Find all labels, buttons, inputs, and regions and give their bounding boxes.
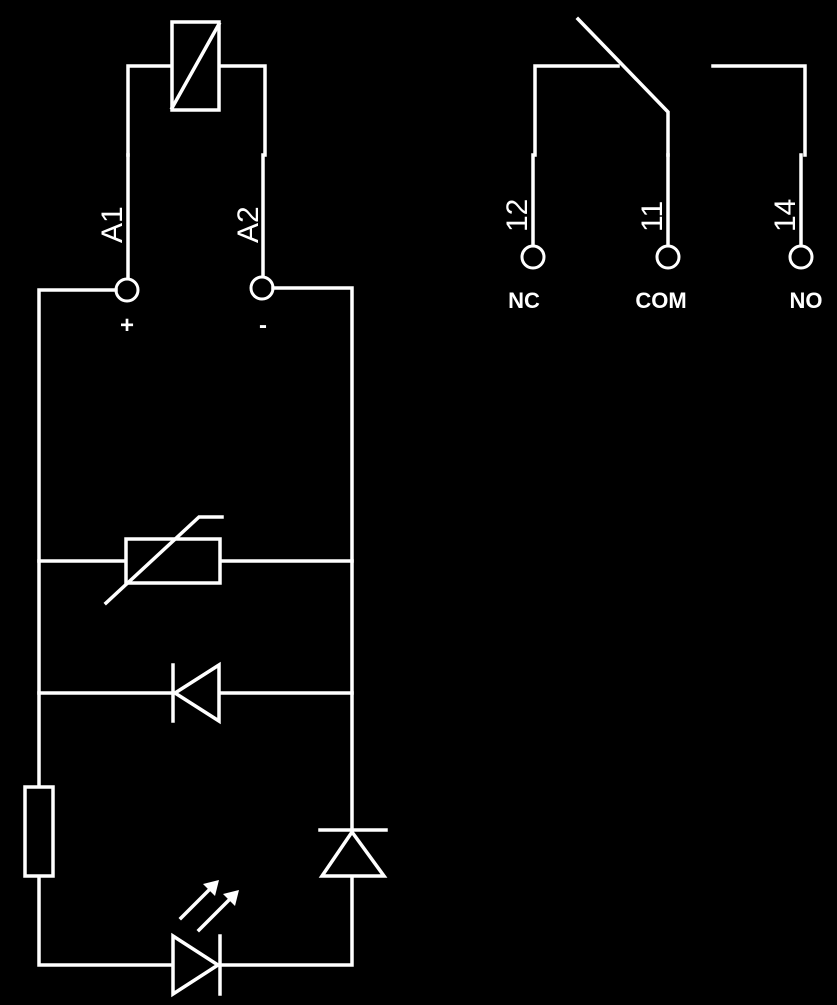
pin-label-a2: A2 (232, 206, 265, 243)
pin-label-11: 11 (636, 201, 669, 232)
protection-wiring (37, 286, 354, 967)
series-resistor (23, 785, 55, 878)
pin-label-12: 12 (501, 199, 534, 232)
terminal-11 (655, 244, 681, 270)
contact-label-com: COM (635, 288, 686, 313)
contact-label-no: NO (790, 288, 823, 313)
contact-label-nc: NC (508, 288, 540, 313)
pin-label-14: 14 (769, 199, 802, 232)
freewheel-diode (171, 661, 221, 725)
polarity-plus: + (120, 312, 134, 339)
changeover-contact (531, 16, 807, 247)
terminal-14 (788, 244, 814, 270)
polarity-minus: - (259, 312, 267, 339)
led-indicator (171, 880, 239, 998)
terminal-a1 (114, 277, 140, 303)
series-diode (318, 828, 388, 878)
varistor (103, 515, 224, 606)
terminal-a2 (249, 275, 275, 301)
pin-label-a1: A1 (96, 206, 129, 243)
terminal-12 (520, 244, 546, 270)
relay-coil (169, 20, 222, 112)
